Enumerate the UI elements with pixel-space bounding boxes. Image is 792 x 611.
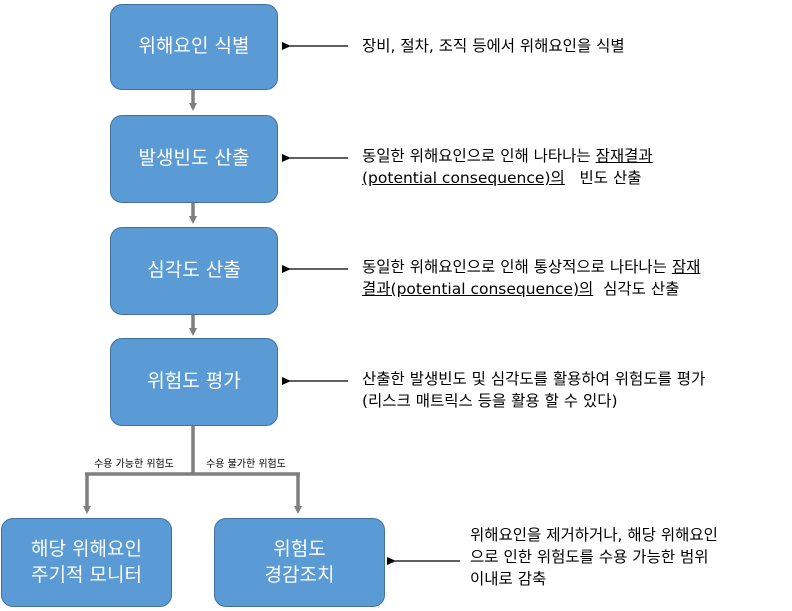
desc-frequency-line1-underlined: 잠재결과 bbox=[595, 147, 653, 165]
desc-severity: 동일한 위해요인으로 인해 통상적으로 나타나는 잠재 결과(potential… bbox=[362, 256, 700, 300]
desc-evaluate: 산출한 발생빈도 및 심각도를 활용하여 위험도를 평가 (리스크 매트릭스 등… bbox=[362, 368, 705, 412]
desc-frequency: 동일한 위해요인으로 인해 나타나는 잠재결과 (potential conse… bbox=[362, 145, 653, 189]
desc-mitigate-line2: 으로 인한 위험도를 수용 가능한 범위 bbox=[470, 548, 709, 566]
desc-evaluate-line2: (리스크 매트릭스 등을 활용 할 수 있다) bbox=[362, 392, 618, 410]
desc-frequency-line2-underlined: (potential consequence)의 bbox=[362, 169, 565, 187]
desc-severity-line1-underlined: 잠재 bbox=[671, 258, 701, 276]
outcome-mitigate-line2: 경감조치 bbox=[264, 563, 335, 586]
desc-severity-line1: 동일한 위해요인으로 인해 통상적으로 나타나는 잠재 bbox=[362, 256, 700, 278]
desc-mitigate-line1: 위해요인을 제거하거나, 해당 위해요인 bbox=[470, 526, 718, 544]
desc-frequency-line1-text: 동일한 위해요인으로 인해 나타나는 bbox=[362, 147, 596, 165]
desc-severity-line2-text: 심각도 산출 bbox=[593, 280, 680, 298]
desc-severity-line1-text: 동일한 위해요인으로 인해 통상적으로 나타나는 bbox=[362, 258, 672, 276]
outcome-monitor-line2: 주기적 모니터 bbox=[31, 563, 142, 586]
step-frequency-box: 발생빈도 산출 bbox=[110, 115, 278, 203]
branch-label-acceptable: 수용 가능한 위험도 bbox=[94, 459, 174, 470]
step-severity-box: 심각도 산출 bbox=[110, 227, 278, 315]
desc-severity-line2: 결과(potential consequence)의 심각도 산출 bbox=[362, 278, 700, 300]
desc-mitigate-line3: 이내로 감축 bbox=[470, 570, 547, 588]
step-identify-label: 위해요인 식별 bbox=[138, 35, 250, 58]
step-identify-box: 위해요인 식별 bbox=[110, 4, 278, 90]
desc-identify: 장비, 절차, 조직 등에서 위해요인을 식별 bbox=[362, 35, 625, 57]
outcome-monitor-line1: 해당 위해요인 bbox=[31, 537, 142, 560]
desc-severity-line2-underlined: 결과(potential consequence)의 bbox=[362, 280, 594, 298]
step-frequency-label: 발생빈도 산출 bbox=[138, 147, 250, 170]
outcome-mitigate-box: 위험도 경감조치 bbox=[214, 518, 385, 607]
desc-frequency-line2-text: 빈도 산출 bbox=[564, 169, 642, 187]
desc-frequency-line1: 동일한 위해요인으로 인해 나타나는 잠재결과 bbox=[362, 145, 653, 167]
step-severity-label: 심각도 산출 bbox=[147, 259, 241, 282]
outcome-mitigate-line1: 위험도 bbox=[273, 537, 326, 560]
outcome-monitor-box: 해당 위해요인 주기적 모니터 bbox=[1, 518, 172, 607]
desc-evaluate-line1: 산출한 발생빈도 및 심각도를 활용하여 위험도를 평가 bbox=[362, 370, 706, 388]
step-evaluate-box: 위험도 평가 bbox=[110, 338, 278, 426]
branch-label-unacceptable: 수용 불가한 위험도 bbox=[206, 459, 286, 470]
desc-frequency-line2: (potential consequence)의 빈도 산출 bbox=[362, 167, 653, 189]
desc-identify-text: 장비, 절차, 조직 등에서 위해요인을 식별 bbox=[362, 37, 625, 55]
step-evaluate-label: 위험도 평가 bbox=[147, 370, 241, 393]
desc-mitigate: 위해요인을 제거하거나, 해당 위해요인 으로 인한 위험도를 수용 가능한 범… bbox=[470, 524, 718, 590]
